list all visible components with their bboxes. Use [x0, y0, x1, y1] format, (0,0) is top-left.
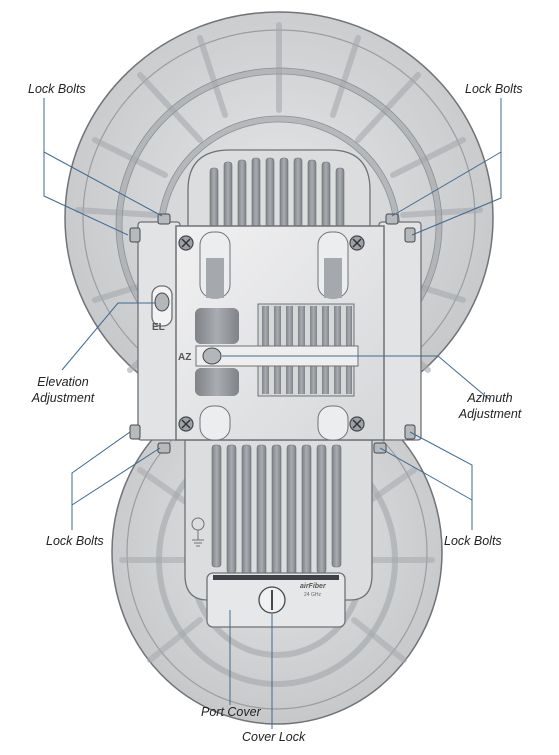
elevation-knob [154, 292, 170, 312]
model-marking: 24 GHz [304, 592, 321, 598]
azimuth-knob [202, 347, 222, 365]
brand-marking: airFiber [300, 583, 327, 590]
leader-lines [43, 98, 502, 729]
el-marking: EL [152, 322, 165, 333]
elevation-label-line1: Elevation [37, 375, 89, 389]
azimuth-label-line1: Azimuth [467, 391, 513, 405]
lock-bolts-bottom-right-label: Lock Bolts [444, 534, 502, 548]
elevation-adjustment-label: Elevation Adjustment [22, 374, 104, 406]
port-cover-label: Port Cover [201, 705, 261, 719]
mounting-plate [175, 225, 385, 441]
lock-bolts [129, 213, 416, 454]
lower-housing [184, 439, 373, 601]
elevation-label-line2: Adjustment [31, 391, 95, 405]
azimuth-label-line2: Adjustment [458, 407, 522, 421]
az-marking: AZ [178, 352, 191, 363]
cover-lock-label: Cover Lock [242, 730, 306, 744]
side-brackets [137, 221, 422, 441]
lock-bolts-top-left-label: Lock Bolts [28, 82, 86, 96]
lock-bolts-bottom-left-label: Lock Bolts [46, 534, 104, 548]
port-cover: airFiber 24 GHz [206, 572, 346, 628]
lock-bolts-top-right-label: Lock Bolts [465, 82, 523, 96]
azimuth-adjustment-label: Azimuth Adjustment [449, 390, 531, 422]
